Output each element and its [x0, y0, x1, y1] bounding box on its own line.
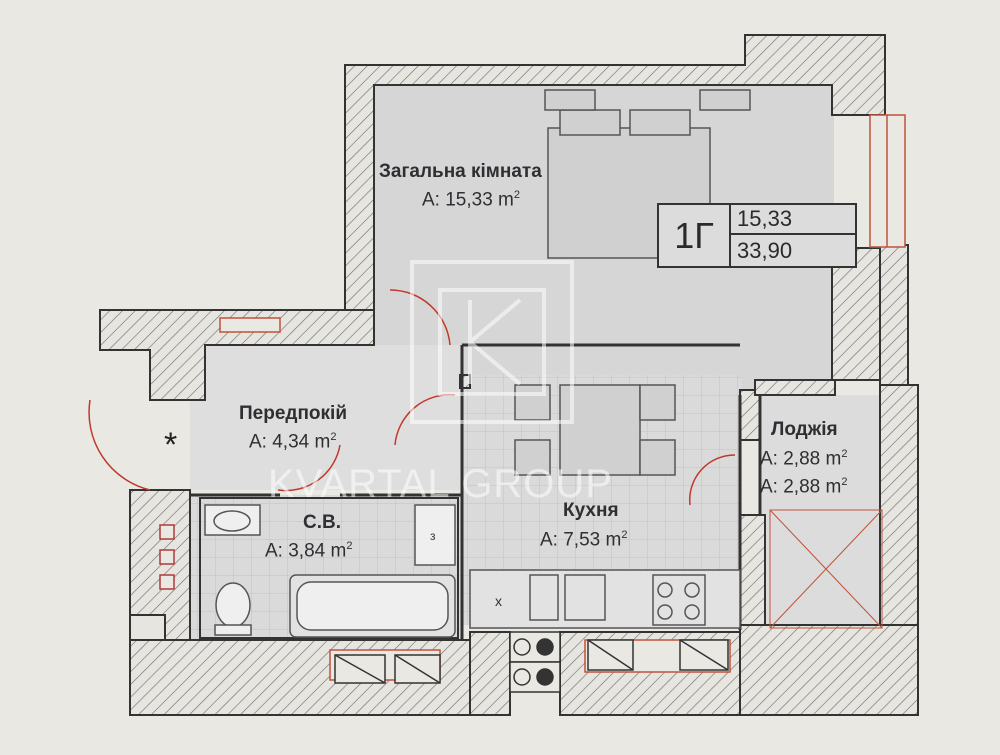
svg-text:з: з — [430, 529, 436, 543]
loggia-area-reduced: A: 2,88 m2 — [760, 476, 848, 498]
bathroom-area: A: 3,84 m2 — [265, 540, 353, 562]
living-room-area: A: 15,33 m2 — [422, 189, 521, 211]
sink — [204, 504, 261, 536]
loggia-area: A: 2,88 m2 — [760, 448, 848, 470]
loggia-frame — [769, 509, 883, 629]
bathroom-name: С.В. — [303, 512, 341, 533]
radiators — [334, 639, 729, 684]
unit-total-area: 33,90 — [737, 238, 793, 263]
living-room-name: Загальна кімната — [379, 161, 542, 182]
shafts — [159, 524, 561, 693]
watermark-text: KVARTAL GROUP — [268, 462, 613, 506]
logo-watermark — [410, 260, 574, 424]
toilet — [214, 582, 252, 636]
boiler: з — [414, 504, 456, 566]
kitchen-area: A: 7,53 m2 — [540, 529, 628, 551]
hallway-floor — [190, 345, 460, 490]
unit-living-area: 15,33 — [731, 205, 855, 235]
entrance-marker: * — [164, 426, 178, 464]
hallway-area: A: 4,34 m2 — [249, 431, 337, 453]
loggia-name: Лоджія — [771, 419, 838, 440]
unit-summary-box: 1Г 15,33 33,90 — [657, 203, 857, 268]
table-chairs — [514, 384, 676, 476]
unit-code: 1Г — [659, 205, 731, 266]
kitchen-counter — [469, 569, 741, 629]
kitchen-name: Кухня — [563, 500, 619, 521]
sink-mark: x — [495, 593, 502, 609]
hallway-name: Передпокій — [239, 403, 348, 424]
bathtub — [289, 574, 456, 638]
loggia-floor — [762, 395, 882, 630]
